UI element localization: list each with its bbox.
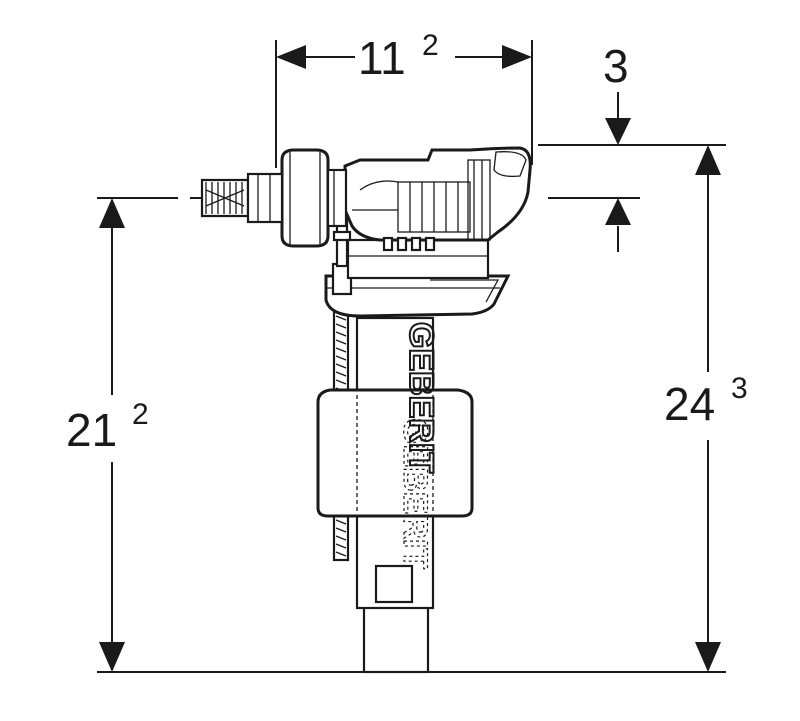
- brand-square: [374, 564, 414, 604]
- dim-top-width-main: 11: [358, 32, 406, 84]
- coupling-nut: [280, 148, 330, 248]
- arrow-left-head: [276, 45, 306, 69]
- dimension-labels: 11 2 3 21 2 24 3: [66, 29, 748, 456]
- head-nozzles: [382, 236, 436, 252]
- arrow-up-head: [695, 145, 721, 175]
- arrow-right-head: [502, 45, 532, 69]
- valve-assembly: GEBERIT GEBERIT: [200, 146, 532, 674]
- arrow-down-head: [605, 118, 631, 145]
- dim-right-height-main: 24: [664, 378, 715, 430]
- dim-left-height-sup: 2: [132, 398, 149, 431]
- brand-lower: GEBERIT: [396, 418, 434, 569]
- dim-left-height-main: 21: [66, 404, 117, 456]
- nut-flange: [326, 168, 348, 228]
- inlet-sleeve: [246, 172, 284, 224]
- arrow-down-head: [695, 642, 721, 672]
- brand-upper: GEBERIT: [402, 322, 440, 473]
- arrow-up-head: [605, 198, 631, 225]
- dim-right-height-sup: 3: [731, 372, 748, 405]
- arrow-down-head: [99, 642, 125, 672]
- valve-head: [343, 146, 532, 242]
- central-stem: [355, 316, 435, 400]
- arrow-up-head: [99, 198, 125, 228]
- outlet-tube: [362, 604, 430, 674]
- dim-top-offset-main: 3: [603, 40, 629, 92]
- float-cup: [316, 388, 474, 518]
- collar: [324, 274, 511, 318]
- dim-top-width-sup: 2: [422, 29, 439, 62]
